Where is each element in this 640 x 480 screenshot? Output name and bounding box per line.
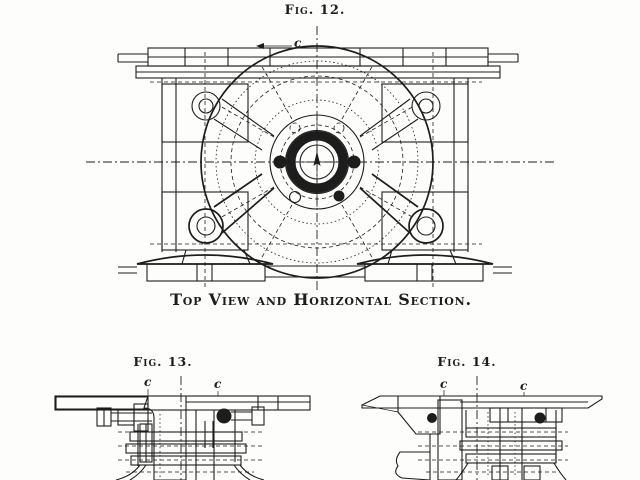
fig13-marker-c-right: c xyxy=(214,377,222,391)
fig12-caption: Top View and Horizontal Section. xyxy=(170,290,472,309)
fig14-bolts xyxy=(427,407,563,424)
fig13-drawing xyxy=(54,376,311,480)
fig14-pedestal xyxy=(429,408,567,480)
fig12-top-rail xyxy=(117,47,519,79)
fig12-corner-bosses xyxy=(188,91,444,244)
fig12-c-leader xyxy=(256,43,292,49)
fig12-label: Fig. 12. xyxy=(284,3,346,18)
fig12-arm-lower-left xyxy=(213,173,275,234)
fig13-right-bolt xyxy=(216,406,265,426)
fig14-label: Fig. 14. xyxy=(437,354,497,369)
fig14-drawing xyxy=(361,376,603,480)
fig14-marker-c-left: c xyxy=(440,377,448,391)
arrow-left-icon xyxy=(256,43,264,49)
fig12-arm-lower-right xyxy=(359,173,419,234)
fig12-side-frames xyxy=(161,78,469,252)
fig13-left-bolt xyxy=(96,403,152,432)
fig12-base-feet xyxy=(118,249,512,282)
fig12-arm-upper-left xyxy=(213,98,275,151)
fig14-marker-c-right: c xyxy=(520,379,528,393)
fig12-spokes xyxy=(219,64,415,260)
fig12-marker-c: c xyxy=(294,36,302,50)
fig13-label: Fig. 13. xyxy=(133,354,193,369)
fig12-drawing xyxy=(86,26,556,293)
fig13-pedestal xyxy=(115,410,265,480)
fig13-marker-c-left: c xyxy=(144,375,152,389)
fig12-arm-upper-right xyxy=(359,98,419,151)
